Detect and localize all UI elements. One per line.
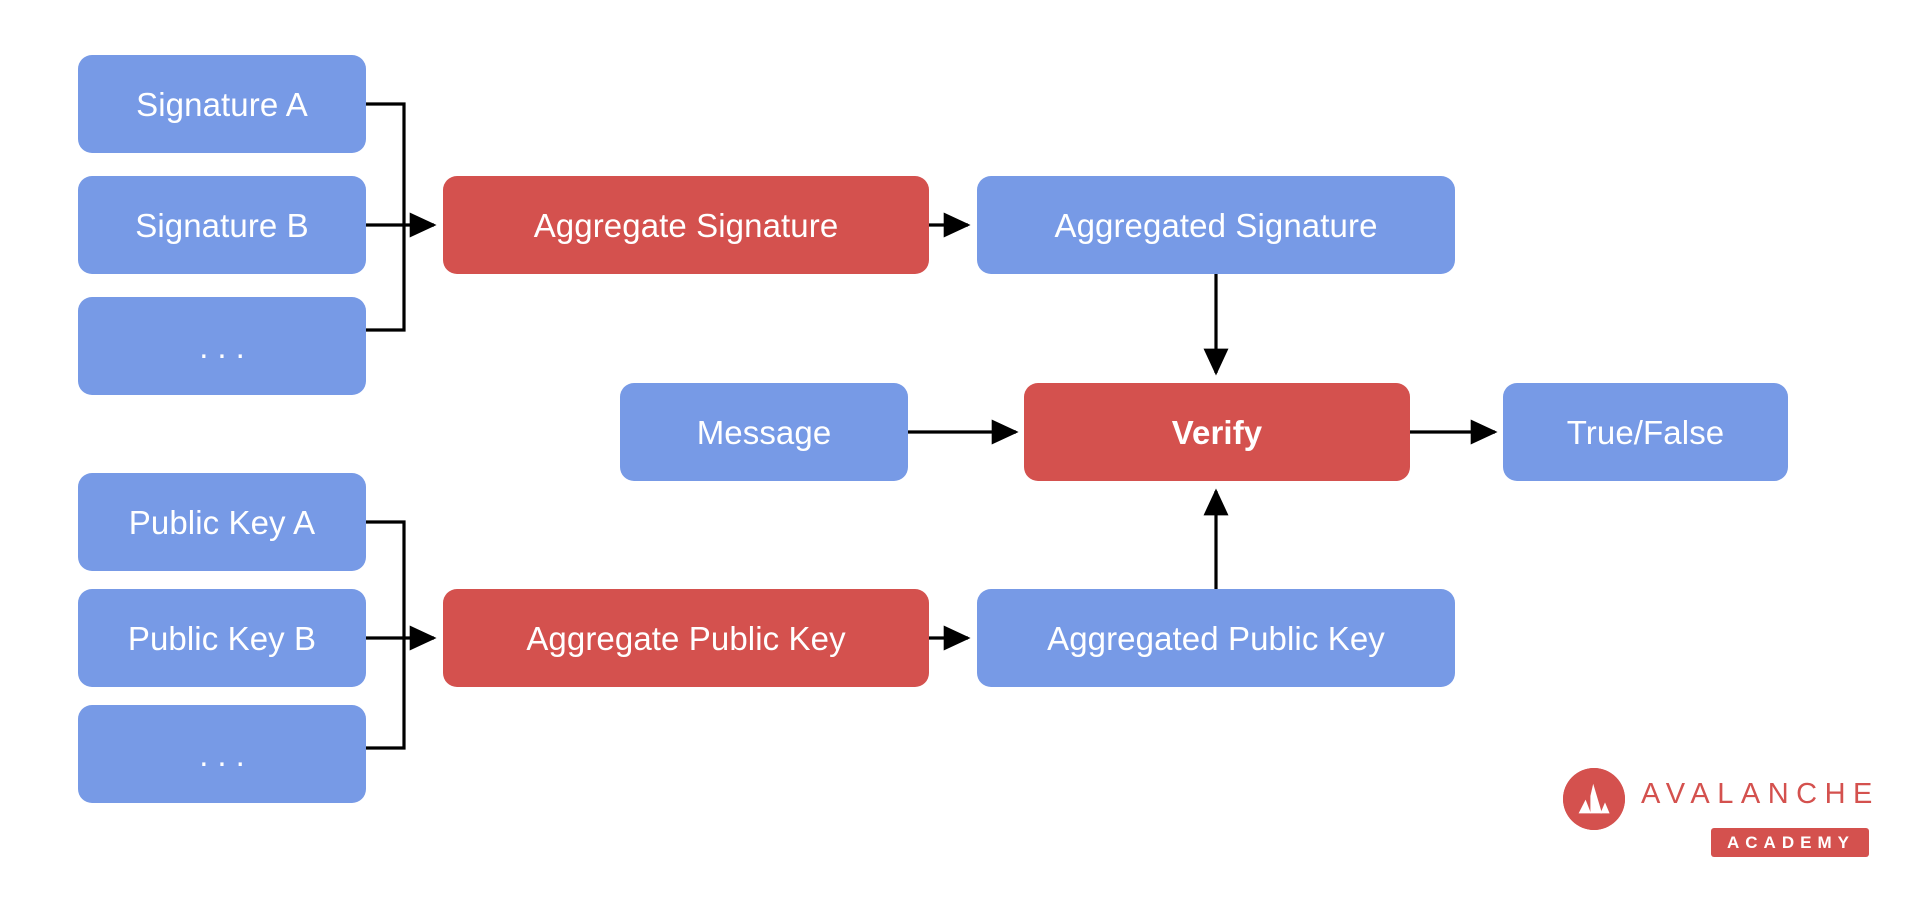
node-message[interactable]: Message — [620, 383, 908, 481]
node-aggregated-signature[interactable]: Aggregated Signature — [977, 176, 1455, 274]
edge-signatures-bracket — [366, 102, 437, 332]
node-signature-a[interactable]: Signature A — [78, 55, 366, 153]
avalanche-academy-logo: AVALANCHE ACADEMY — [1563, 768, 1883, 857]
node-verify[interactable]: Verify — [1024, 383, 1410, 481]
avalanche-logo-icon — [1563, 768, 1625, 830]
node-aggregated-public-key[interactable]: Aggregated Public Key — [977, 589, 1455, 687]
node-result[interactable]: True/False — [1503, 383, 1788, 481]
academy-badge: ACADEMY — [1711, 828, 1869, 857]
node-signature-b[interactable]: Signature B — [78, 176, 366, 274]
node-aggregate-signature[interactable]: Aggregate Signature — [443, 176, 929, 274]
node-public-key-more[interactable]: ... — [78, 705, 366, 803]
node-signature-more[interactable]: ... — [78, 297, 366, 395]
node-aggregate-public-key[interactable]: Aggregate Public Key — [443, 589, 929, 687]
node-public-key-b[interactable]: Public Key B — [78, 589, 366, 687]
node-public-key-a[interactable]: Public Key A — [78, 473, 366, 571]
avalanche-wordmark: AVALANCHE — [1641, 778, 1880, 810]
edge-public-keys-bracket — [366, 520, 437, 750]
